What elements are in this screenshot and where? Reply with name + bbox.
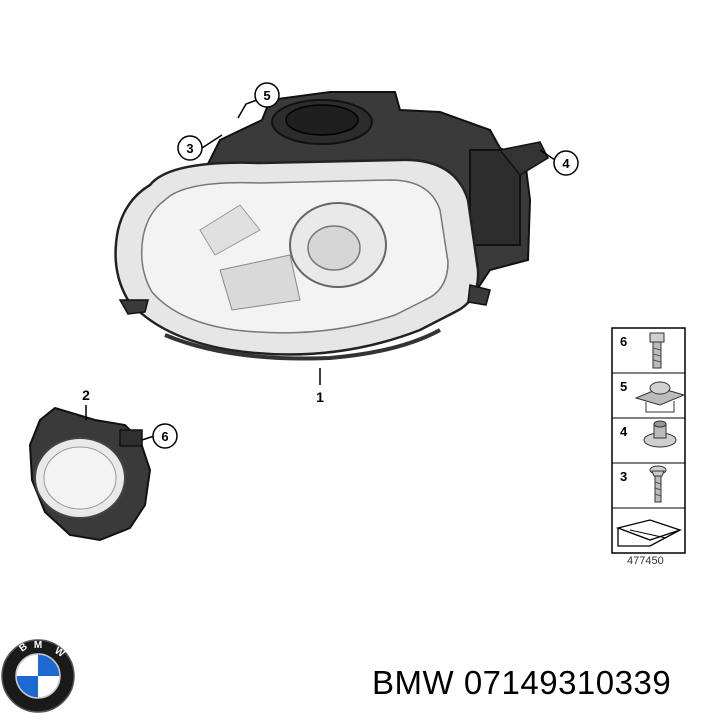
- arrow-icon: [615, 519, 683, 547]
- callout-6: 6: [141, 423, 178, 449]
- callout-3-label: 3: [186, 141, 193, 156]
- part-number-caption: BMW 07149310339: [372, 664, 672, 701]
- callout-1: 1: [316, 368, 324, 405]
- callout-3: 3: [177, 134, 223, 161]
- callout-4: 4: [539, 149, 579, 176]
- legend-number-3: 3: [620, 469, 627, 484]
- headlight-assembly: [114, 91, 549, 361]
- fog-light-assembly: [28, 406, 152, 542]
- diagram-number: 477450: [627, 555, 664, 567]
- callout-2-label: 2: [82, 387, 90, 403]
- expanding-nut-icon: [643, 420, 677, 448]
- fastener-legend: 6 5 4 3: [611, 327, 686, 554]
- callout-5-label: 5: [263, 88, 270, 103]
- svg-text:M: M: [34, 640, 42, 651]
- legend-number-6: 6: [620, 334, 627, 349]
- callout-6-label: 6: [161, 429, 168, 444]
- legend-number-5: 5: [620, 379, 627, 394]
- callout-1-label: 1: [316, 389, 324, 405]
- callout-2: 2: [82, 387, 90, 420]
- legend-number-4: 4: [620, 424, 628, 439]
- bmw-logo: B M W: [1, 639, 75, 713]
- bolt-icon: [649, 332, 665, 369]
- callout-4-label: 4: [562, 156, 570, 171]
- callout-5: 5: [237, 82, 280, 119]
- screw-icon: [649, 465, 667, 503]
- speed-nut-icon: [634, 381, 686, 413]
